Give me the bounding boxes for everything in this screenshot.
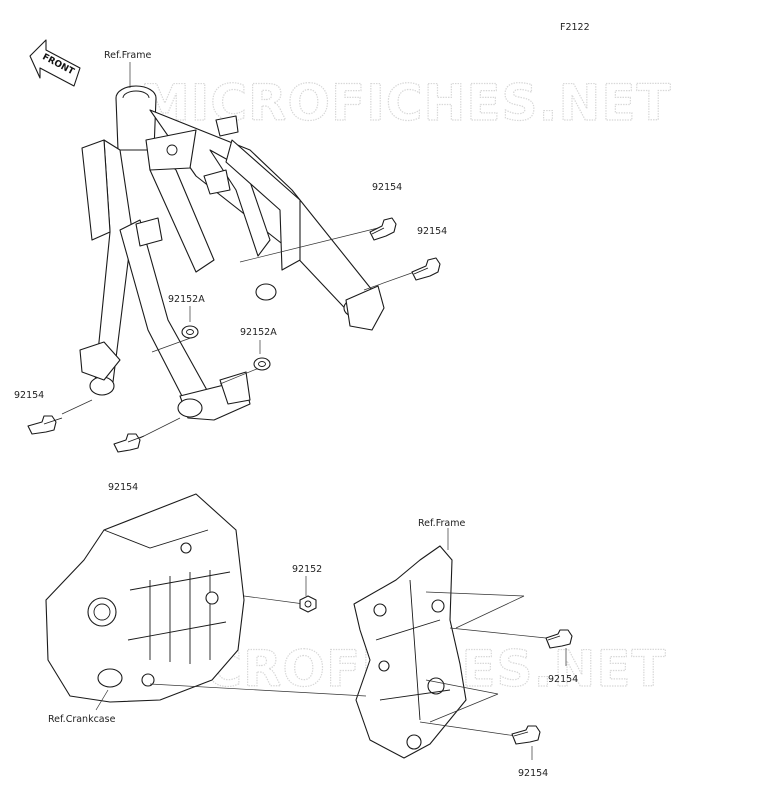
- label-bolt-lower-right-1: 92154: [548, 674, 578, 685]
- bolt-left: [27, 415, 63, 435]
- label-bolt-upper-right-1: 92154: [372, 182, 402, 193]
- diagram-code: F2122: [560, 22, 590, 33]
- label-bolt-lower-right-2: 92154: [518, 768, 548, 779]
- ref-frame-bottom: Ref.Frame: [418, 518, 465, 529]
- label-bolt-lower-left: 92154: [108, 482, 138, 493]
- label-bolt-left: 92154: [14, 390, 44, 401]
- bolt-lower-left: [113, 433, 145, 453]
- ref-frame-top: Ref.Frame: [104, 50, 151, 61]
- label-collar-lower: 92152: [292, 564, 322, 575]
- bolt-upper-right-1: [369, 217, 397, 241]
- bolt-upper-right-2: [411, 257, 441, 281]
- spacer-right: [253, 357, 271, 371]
- bolt-lower-right-1: [545, 629, 573, 649]
- crankcase-drawing: [45, 493, 245, 703]
- label-spacer-right: 92152A: [240, 327, 277, 338]
- engine-bracket-drawing: [353, 545, 467, 759]
- bolt-lower-right-2: [511, 725, 541, 745]
- frame-drawing: [79, 85, 385, 421]
- ref-crankcase: Ref.Crankcase: [48, 714, 116, 725]
- front-arrow-icon: FRONT: [29, 39, 81, 87]
- lower-leader-lines: [95, 528, 567, 760]
- upper-leader-lines: [61, 62, 421, 439]
- label-spacer-left: 92152A: [168, 294, 205, 305]
- spacer-left: [181, 325, 199, 339]
- collar-lower: [299, 595, 317, 613]
- label-bolt-upper-right-2: 92154: [417, 226, 447, 237]
